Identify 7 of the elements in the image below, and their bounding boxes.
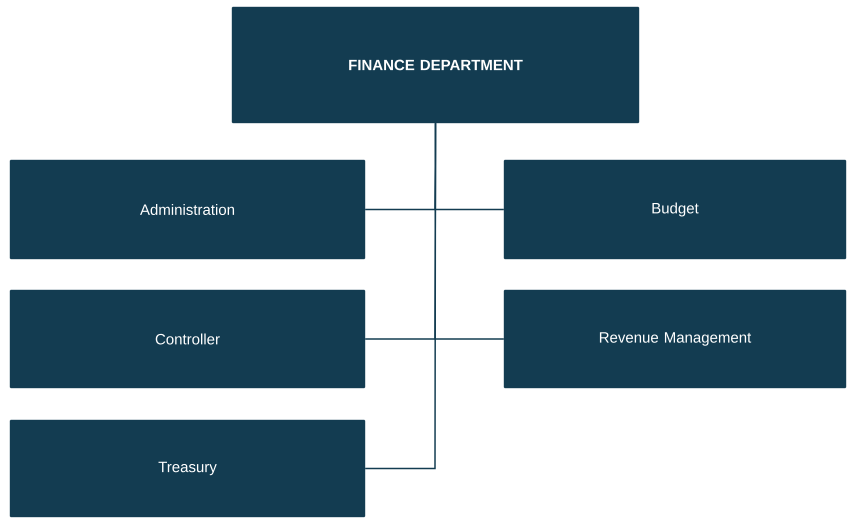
unit-box: Administration	[10, 160, 366, 260]
connector-line	[434, 123, 504, 340]
unit-box: Budget	[504, 160, 846, 260]
unit-box: Revenue Management	[504, 290, 846, 388]
header-box: FINANCE DEPARTMENT	[232, 6, 640, 124]
unit-box: Treasury	[10, 420, 366, 518]
unit-box: Controller	[10, 290, 366, 388]
